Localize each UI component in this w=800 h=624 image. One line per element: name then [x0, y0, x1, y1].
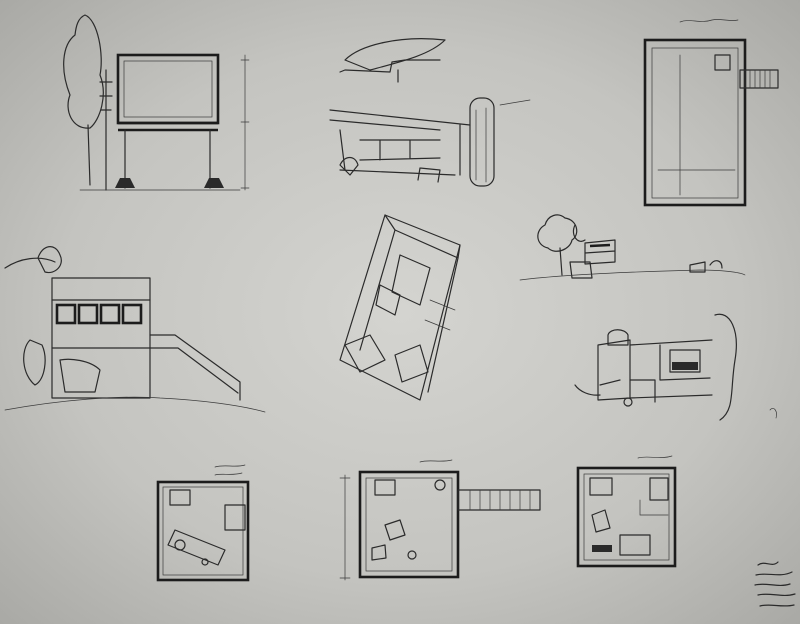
axonometric-room — [339, 214, 461, 401]
plan-room-right — [576, 466, 677, 568]
handwritten-scribbles — [214, 19, 739, 476]
plan-rectangular-room — [643, 38, 779, 207]
elevation-sign-frame — [63, 14, 250, 191]
plan-room-left — [156, 480, 250, 582]
perspective-interior-cabin — [574, 313, 737, 421]
elevation-house-with-stair — [4, 246, 266, 413]
plan-room-middle-with-stair — [339, 470, 541, 581]
perspective-interior-column — [329, 38, 531, 187]
signature-block — [754, 407, 796, 607]
perspective-landscape-building — [519, 214, 746, 281]
